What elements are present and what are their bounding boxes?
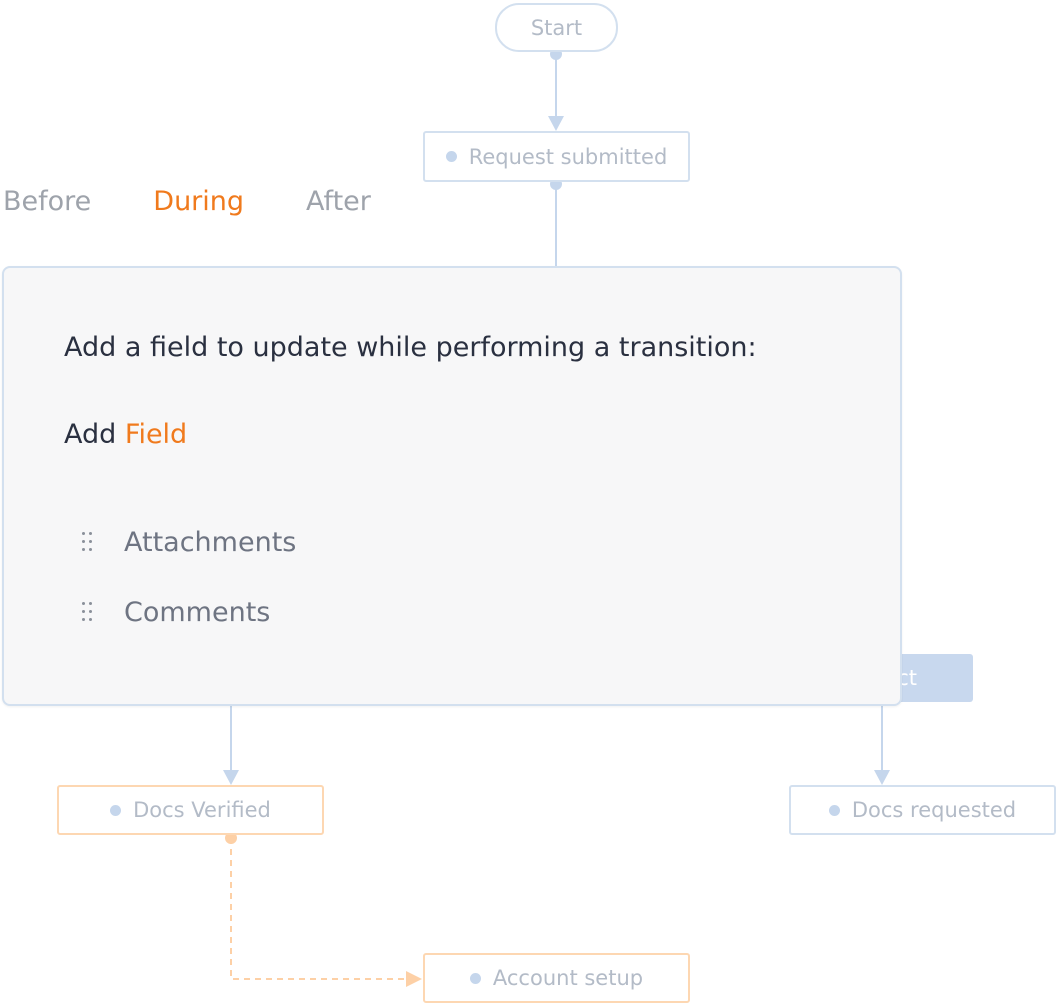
node-request-submitted[interactable]: Request submitted xyxy=(423,131,690,182)
node-account-setup[interactable]: Account setup xyxy=(423,953,690,1003)
field-item-comments[interactable]: Comments xyxy=(80,592,270,632)
arrow-head xyxy=(406,971,422,987)
add-field-link[interactable]: Field xyxy=(124,419,188,450)
node-label: Start xyxy=(530,15,583,40)
field-item-attachments[interactable]: Attachments xyxy=(80,522,296,562)
tab-during[interactable]: During xyxy=(153,186,245,217)
node-label: Request submitted xyxy=(468,144,668,169)
field-label: Comments xyxy=(124,596,271,628)
node-label: Account setup xyxy=(492,966,644,990)
panel-heading: Add a field to update while performing a… xyxy=(64,332,757,363)
transition-fields-panel: Add a field to update while performing a… xyxy=(2,266,902,706)
arrow-head xyxy=(874,770,890,785)
status-dot xyxy=(110,804,122,816)
status-dot xyxy=(445,151,457,162)
add-prefix: Add xyxy=(64,419,117,450)
node-start[interactable]: Start xyxy=(495,3,618,52)
transition-tabs: Before During After xyxy=(3,182,433,222)
node-label: Docs Verified xyxy=(133,798,271,822)
connector-docs-to-account xyxy=(230,838,410,980)
node-docs-verified[interactable]: Docs Verified xyxy=(57,785,324,835)
tab-after[interactable]: After xyxy=(306,186,371,217)
arrow-head xyxy=(548,116,564,131)
arrow-head xyxy=(223,770,239,785)
status-dot xyxy=(828,804,840,816)
field-label: Attachments xyxy=(124,526,297,558)
drag-handle-icon[interactable] xyxy=(80,600,94,624)
node-label: Docs requested xyxy=(851,798,1017,822)
add-field-row: Add Field xyxy=(64,419,187,450)
status-dot xyxy=(469,972,481,984)
drag-handle-icon[interactable] xyxy=(80,530,94,554)
node-docs-requested[interactable]: Docs requested xyxy=(789,785,1056,835)
tab-before[interactable]: Before xyxy=(3,186,92,217)
button-label: ct xyxy=(897,666,917,690)
